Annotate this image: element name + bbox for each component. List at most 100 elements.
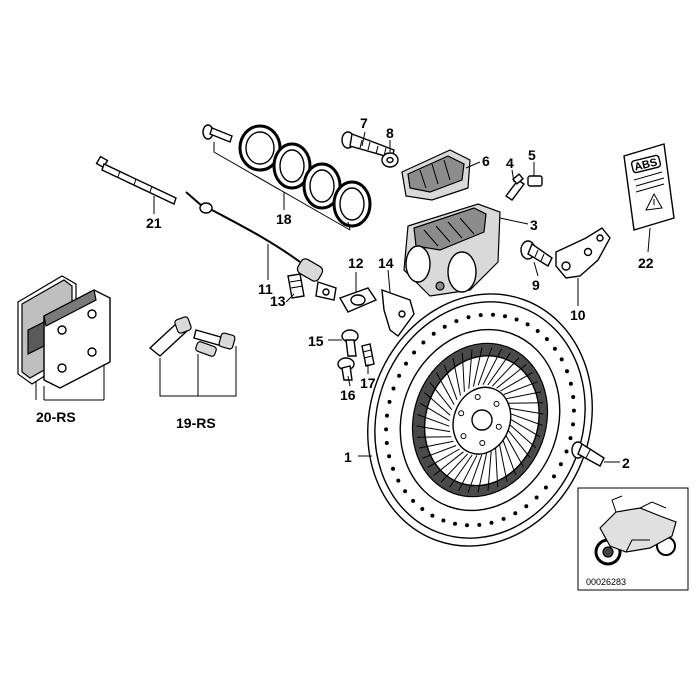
disc-vane (423, 392, 451, 416)
disc-vane (508, 402, 544, 404)
callout-9: 9 (532, 277, 540, 293)
disc-vane (416, 425, 451, 433)
drill-hole (384, 441, 389, 445)
drill-hole (431, 331, 436, 336)
drill-hole (571, 422, 575, 427)
disc-vane (416, 436, 452, 438)
hub-bolt-hole (479, 440, 486, 446)
disc-vane (477, 347, 493, 386)
drill-hole (384, 427, 389, 432)
screw-17 (361, 343, 375, 367)
hub-bolt-hole (474, 394, 481, 400)
disc-vane (509, 407, 544, 415)
bleeder-valve-4 (504, 173, 526, 201)
screw-15 (341, 329, 359, 357)
drill-hole (558, 462, 563, 467)
callout-18: 18 (276, 211, 292, 227)
drill-hole (489, 520, 494, 525)
callout-7: 7 (360, 115, 368, 131)
drill-hole (387, 399, 392, 404)
inset-code: 00026283 (586, 577, 626, 587)
hub-bolt-holes (458, 394, 502, 446)
drill-hole (535, 329, 540, 333)
disc-vane (472, 347, 483, 387)
washer-8 (381, 152, 399, 168)
bolt-2 (571, 441, 605, 467)
drill-hole (453, 521, 457, 526)
disc-vane (482, 348, 502, 385)
drill-hole (396, 478, 401, 483)
drill-hole (543, 485, 548, 490)
drill-hole (403, 489, 408, 494)
disc-vanes (416, 347, 544, 493)
callout-labels: 1 2 3 4 5 6 7 8 9 10 11 12 13 14 15 16 1… (36, 115, 654, 471)
motorcycle-icon (594, 495, 677, 566)
drill-hole (411, 498, 416, 503)
callout-16: 16 (340, 387, 356, 403)
disc-vane (433, 451, 464, 476)
drill-hole (565, 369, 569, 374)
disc-vane (477, 453, 488, 493)
drill-hole (571, 408, 576, 413)
dust-cap-5 (527, 175, 543, 187)
callout-5: 5 (528, 147, 536, 163)
pad-cover (401, 149, 471, 201)
hub-bolt-hole (495, 423, 502, 430)
disc-vane (436, 372, 455, 405)
callout-12: 12 (348, 255, 364, 271)
piston-seals-18 (238, 124, 372, 228)
drill-hole (430, 513, 435, 518)
disc-vane (507, 429, 531, 459)
drill-hole (391, 386, 396, 391)
drill-hole (564, 449, 569, 454)
drill-hole (442, 324, 447, 329)
disc-vane (452, 358, 461, 396)
callout-15: 15 (308, 333, 324, 349)
drill-hole (552, 474, 556, 479)
drill-hole (477, 522, 482, 527)
gasket-12 (338, 287, 378, 313)
drill-hole (525, 322, 530, 327)
callout-2: 2 (622, 455, 630, 471)
screw-16 (337, 357, 355, 381)
disc-vane (427, 448, 460, 468)
abs-warning-label: ABS (623, 143, 675, 231)
disc-vane (503, 381, 538, 395)
drill-hole (513, 511, 518, 516)
drill-hole (441, 518, 446, 523)
caliper-bolt-small (202, 124, 233, 143)
drill-hole (478, 313, 483, 318)
callout-19-rs: 19-RS (176, 415, 216, 431)
callout-10: 10 (570, 307, 586, 323)
drill-hole (385, 413, 389, 418)
drill-hole (524, 504, 529, 509)
abs-sensor-11 (185, 191, 337, 301)
pin-kit-19rs (148, 316, 236, 357)
hub-bolt-hole (460, 433, 467, 440)
disc-vane (506, 391, 542, 400)
vehicle-inset: 00026283 (577, 487, 689, 591)
drill-hole (387, 454, 392, 459)
disc-vane (495, 448, 499, 488)
screw-13 (287, 273, 305, 299)
drill-hole (412, 350, 417, 355)
drill-hole (568, 381, 573, 386)
drill-hole (454, 319, 459, 324)
disc-vane (468, 349, 473, 389)
drill-hole (544, 337, 549, 342)
callout-4: 4 (506, 155, 514, 171)
callout-11: 11 (258, 281, 273, 297)
hub-bolt-hole (458, 410, 465, 417)
disc-vane (509, 424, 537, 448)
disc-vane (496, 364, 527, 389)
disc-vane (510, 413, 543, 426)
disc-vane (418, 440, 454, 449)
callout-14: 14 (378, 255, 394, 271)
drill-hole (466, 315, 471, 320)
disc-vane (461, 352, 465, 392)
callout-1: 1 (344, 449, 352, 465)
disc-vane (419, 402, 450, 422)
disc-vane (422, 445, 457, 459)
disc-vane (502, 440, 517, 476)
